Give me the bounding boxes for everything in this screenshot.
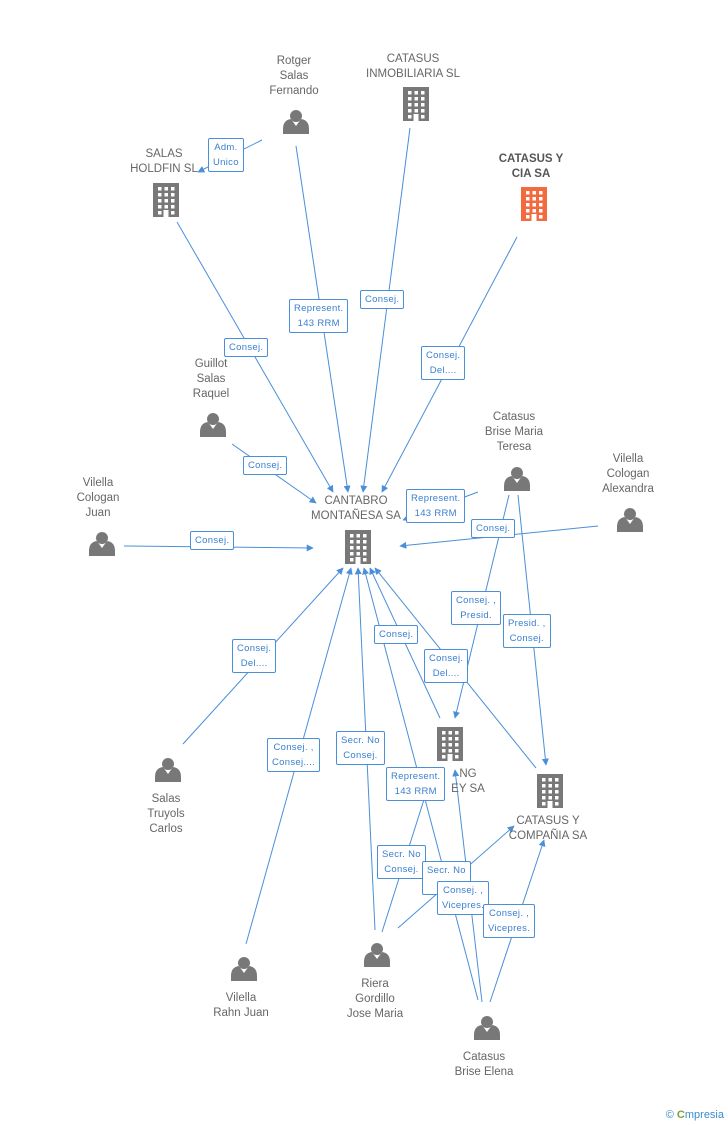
edge-label[interactable]: Secr. No Consej. (336, 731, 385, 765)
edge-label[interactable]: Consej. (360, 290, 405, 309)
edge-label[interactable]: Consej. , Vicepres. (437, 881, 490, 915)
edge-label[interactable]: Consej. Del.... (424, 649, 469, 683)
edge-label[interactable]: Consej. (471, 519, 516, 538)
node-label-vilella-juan[interactable]: Vilella Cologan Juan (76, 477, 120, 519)
person-icon[interactable] (231, 957, 257, 981)
edge-label[interactable]: Consej. (224, 338, 269, 357)
edge-label[interactable]: Consej. Del.... (421, 346, 466, 380)
edge-label[interactable]: Represent. 143 RRM (386, 767, 446, 801)
edge-label[interactable]: Presid. , Consej. (503, 614, 551, 648)
edge-label[interactable]: Represent. 143 RRM (406, 489, 466, 523)
brand-logo: © Cmpresia (666, 1109, 724, 1121)
building-icon[interactable] (437, 727, 463, 761)
person-icon[interactable] (200, 413, 226, 437)
copyright-symbol: © (665, 1109, 674, 1121)
node-label-rotger[interactable]: Rotger Salas Fernando (269, 55, 319, 97)
person-icon[interactable] (364, 943, 390, 967)
node-label-guillot[interactable]: Guillot Salas Raquel (192, 358, 230, 400)
brand-name: mpresia (684, 1109, 724, 1121)
brand-initial: C (676, 1109, 685, 1121)
edge-label[interactable]: Consej. , Presid. (451, 591, 502, 625)
node-label-vilella-rahn[interactable]: Vilella Rahn Juan (213, 992, 269, 1019)
node-label-riera[interactable]: Riera Gordillo Jose Maria (346, 978, 404, 1020)
node-label-salas-truyols[interactable]: Salas Truyols Carlos (147, 793, 185, 835)
node-label-vilella-alexandra[interactable]: Vilella Cologan Alexandra (602, 453, 654, 495)
building-icon[interactable] (345, 530, 371, 564)
edge-label[interactable]: Consej. (190, 531, 235, 550)
node-label-catasus-cia[interactable]: CATASUS Y CIA SA (498, 153, 564, 180)
building-icon[interactable] (521, 187, 547, 221)
edge-label[interactable]: Consej. (374, 625, 419, 644)
person-icon[interactable] (504, 467, 530, 491)
person-icon[interactable] (89, 532, 115, 556)
edge-label[interactable]: Adm. Unico (208, 138, 244, 172)
edge-catasus_inmob-to-cantabro (360, 127, 411, 493)
edge-label[interactable]: Consej. (243, 456, 288, 475)
edge-label[interactable]: Consej. , Consej.... (267, 738, 321, 772)
edge-label[interactable]: Secr. No Consej. (377, 845, 426, 879)
node-label-catasus-elena[interactable]: Catasus Brise Elena (454, 1051, 514, 1078)
person-icon[interactable] (617, 508, 643, 532)
edge-salas_holdfin-to-cantabro (176, 221, 334, 493)
edge-label[interactable]: Consej. Del.... (232, 639, 277, 673)
node-label-cantabro[interactable]: CANTABRO MONTAÑESA SA (311, 495, 401, 522)
building-icon[interactable] (153, 183, 179, 217)
building-icon[interactable] (403, 87, 429, 121)
node-label-catasus-compania[interactable]: CATASUS Y COMPAÑIA SA (508, 815, 588, 842)
node-label-salas-holdfin[interactable]: SALAS HOLDFIN SL (130, 148, 198, 175)
building-icon[interactable] (537, 774, 563, 808)
node-label-catasus-teresa[interactable]: Catasus Brise Maria Teresa (484, 411, 544, 453)
person-icon[interactable] (155, 758, 181, 782)
edge-label[interactable]: Consej. , Vicepres. (483, 904, 536, 938)
edge-label[interactable]: Represent. 143 RRM (289, 299, 349, 333)
person-icon[interactable] (283, 110, 309, 134)
person-icon[interactable] (474, 1016, 500, 1040)
node-label-holding[interactable]: NG EY SA (451, 768, 485, 795)
node-label-catasus-inmob[interactable]: CATASUS INMOBILIARIA SL (366, 53, 460, 80)
